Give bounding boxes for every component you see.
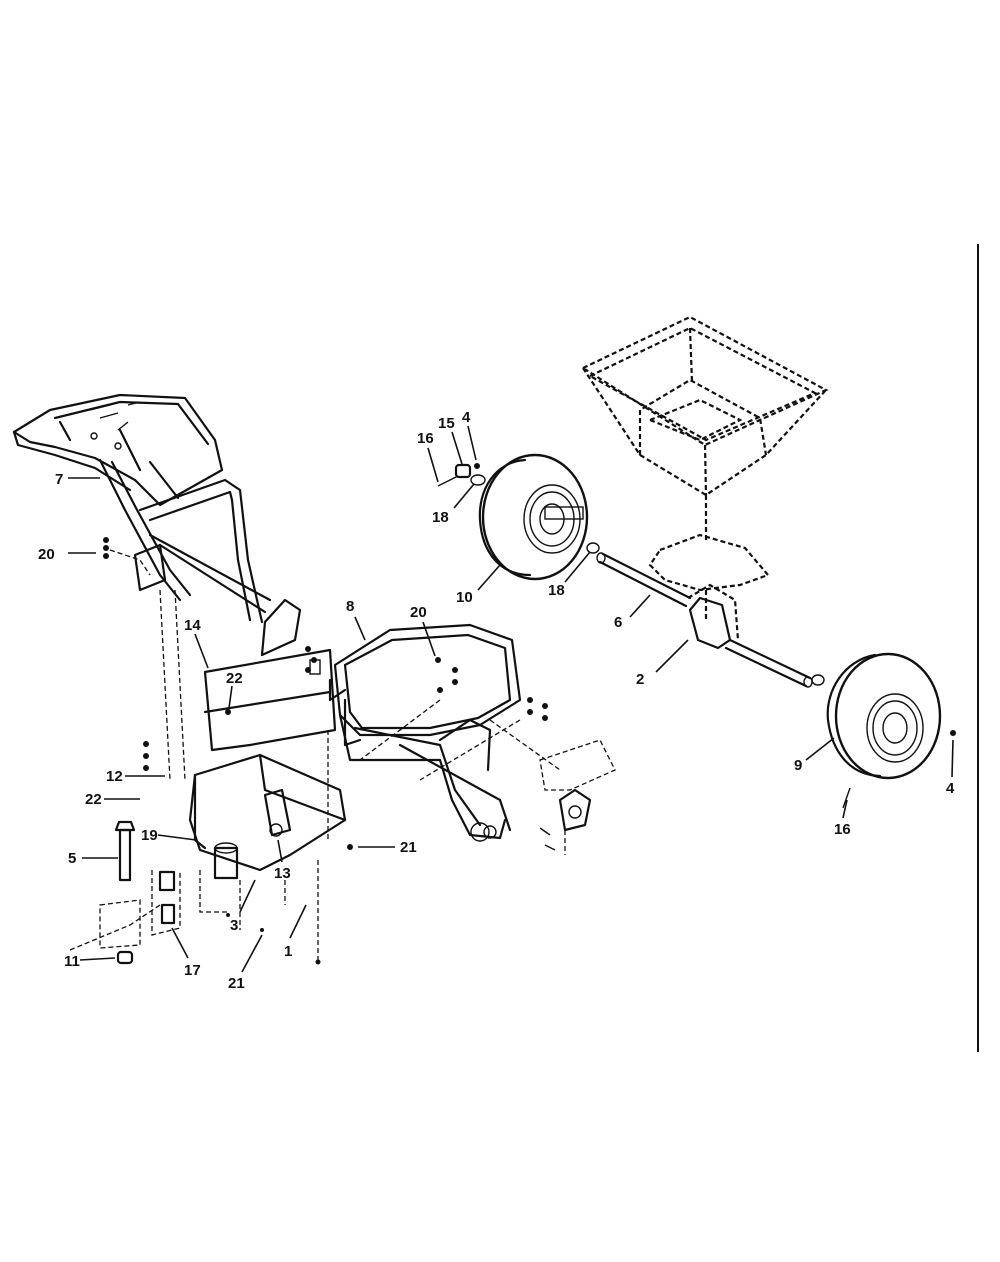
callout-4: 4	[462, 409, 471, 426]
callout-14: 14	[184, 617, 201, 634]
callout-20: 20	[38, 546, 55, 563]
callout-16: 16	[834, 821, 851, 838]
leader-lines	[68, 425, 954, 973]
callout-21: 21	[228, 975, 245, 992]
lower-housing	[188, 753, 347, 880]
deflector-plate	[203, 648, 337, 752]
callout-21: 21	[400, 839, 417, 856]
callout-22: 22	[226, 670, 243, 687]
handle-assembly	[12, 393, 302, 657]
wheel-left	[478, 453, 600, 581]
axle-and-gearbox	[596, 552, 813, 688]
callout-16: 16	[417, 430, 434, 447]
callout-7: 7	[55, 471, 63, 488]
callout-22: 22	[85, 791, 102, 808]
callout-5: 5	[68, 850, 76, 867]
callout-6: 6	[614, 614, 622, 631]
callout-10: 10	[456, 589, 473, 606]
callout-4: 4	[946, 780, 955, 797]
callout-labels: 7 20 16 15 4 18 10 18 6 2 8 20 14 22 12 …	[38, 409, 955, 992]
callout-3: 3	[230, 917, 238, 934]
callout-11: 11	[64, 953, 80, 970]
frame-assembly	[328, 623, 522, 842]
callout-20: 20	[410, 604, 427, 621]
callout-18: 18	[432, 509, 449, 526]
wheel-right	[811, 652, 942, 780]
callout-18: 18	[548, 582, 565, 599]
callout-13: 13	[274, 865, 291, 882]
hardware	[69, 463, 956, 965]
callout-17: 17	[184, 962, 201, 979]
drive-bracket	[539, 739, 616, 855]
callout-2: 2	[636, 671, 644, 688]
callout-19: 19	[141, 827, 158, 844]
callout-15: 15	[438, 415, 455, 432]
callout-12: 12	[106, 768, 123, 785]
callout-9: 9	[794, 757, 802, 774]
callout-8: 8	[346, 598, 354, 615]
hopper-phantom	[580, 315, 829, 620]
callout-1: 1	[284, 943, 292, 960]
